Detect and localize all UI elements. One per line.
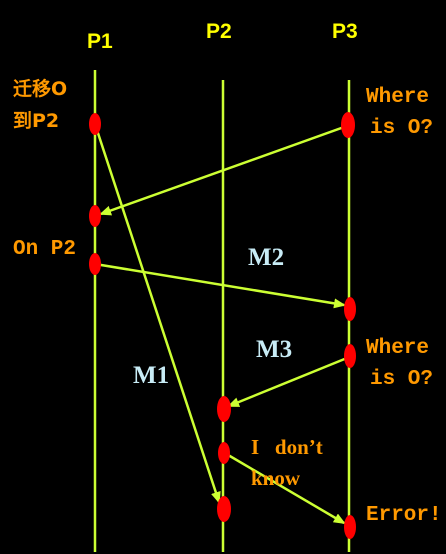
message-label-m2: M2 [248,244,285,271]
event-p1-reply [89,253,101,275]
note-p3-query1-line1: Where [366,86,430,109]
event-p1-receive-query [89,205,101,227]
message-label-m3: M3 [256,336,293,363]
event-p2-receive-m3 [217,396,231,422]
arrow-m3-p3-to-p2 [227,356,348,408]
note-p1-on-p2: On P2 [13,238,77,261]
event-p3-error [344,515,356,539]
process-label-p2: P2 [206,20,232,43]
process-label-p1: P1 [87,30,113,53]
note-p1-migrate-line2: 到P2 [13,110,60,132]
event-p3-receive-reply [344,297,356,321]
arrow-m1-p1-to-p2 [93,123,221,504]
note-p3-query1-line2: is O? [370,117,434,140]
event-p1-migrate [89,113,101,135]
note-p3-error: Error! [366,504,442,527]
event-p3-query1 [341,112,355,138]
note-p3-query2-line1: Where [366,337,430,360]
arrow-where-query-p3-to-p1 [99,124,348,216]
note-p2-dont-know-line2: know [251,466,301,490]
note-p2-dont-know-line1: I don’t [251,435,323,459]
arrow-p2-to-p3-error [222,450,346,525]
note-p1-migrate-line1: 迁移O [13,78,68,100]
event-p2-dont-know [218,442,230,464]
message-label-m1: M1 [133,362,170,389]
event-p3-query2 [344,344,356,368]
note-p3-query2-line2: is O? [370,368,434,391]
arrow-m2-p1-to-p3 [94,262,346,309]
event-p2-receive-m1 [217,496,231,522]
process-label-p3: P3 [332,20,358,43]
